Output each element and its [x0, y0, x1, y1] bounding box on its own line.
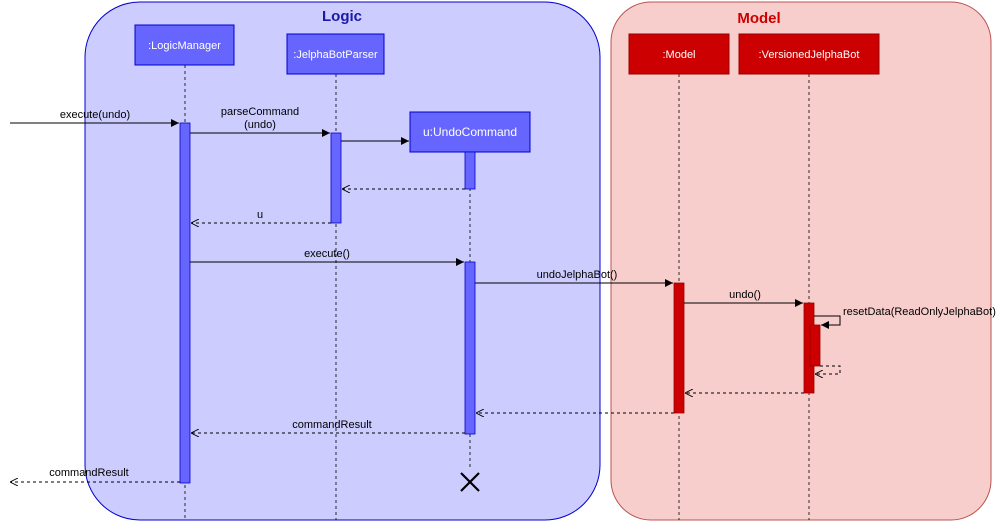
label-command-result-outer: commandResult — [49, 467, 128, 479]
participant-logic-manager: :LogicManager — [134, 24, 235, 66]
label-execute: execute() — [304, 248, 350, 260]
logic-manager-activation — [179, 122, 191, 484]
versioned-nested-activation — [809, 324, 821, 367]
label-parse-command-line1: parseCommand — [221, 106, 299, 118]
label-reset-data: resetData(ReadOnlyJelphaBot) — [843, 306, 996, 318]
participant-versioned-label: :VersionedJelphaBot — [759, 49, 860, 61]
participant-parser-label: :JelphaBotParser — [293, 49, 378, 61]
label-return-u: u — [257, 209, 263, 221]
label-execute-undo: execute(undo) — [60, 109, 130, 121]
participant-logic-manager-label: :LogicManager — [148, 40, 221, 52]
participant-model: :Model — [628, 33, 730, 75]
destroy-icon — [460, 472, 480, 492]
participant-undo-command-label: u:UndoCommand — [423, 125, 517, 139]
model-frame: Model — [610, 1, 992, 521]
message-reset-data — [814, 315, 841, 329]
participant-versioned: :VersionedJelphaBot — [738, 33, 880, 75]
undo-command-execute-activation — [464, 261, 476, 435]
model-frame-title: Model — [737, 10, 780, 27]
parser-activation — [330, 132, 342, 224]
participant-parser: :JelphaBotParser — [286, 33, 385, 75]
label-undo: undo() — [729, 289, 761, 301]
undo-command-creation-activation — [464, 151, 476, 190]
label-undo-jelphabot: undoJelphaBot() — [537, 269, 618, 281]
logic-frame: Logic — [84, 1, 601, 521]
model-activation — [673, 282, 685, 414]
participant-undo-command: u:UndoCommand — [409, 111, 531, 153]
logic-frame-title: Logic — [322, 8, 362, 25]
label-command-result-inner: commandResult — [292, 419, 371, 431]
label-parse-command-line2: (undo) — [244, 119, 276, 131]
return-reset-data — [815, 365, 841, 374]
participant-model-label: :Model — [662, 49, 695, 61]
